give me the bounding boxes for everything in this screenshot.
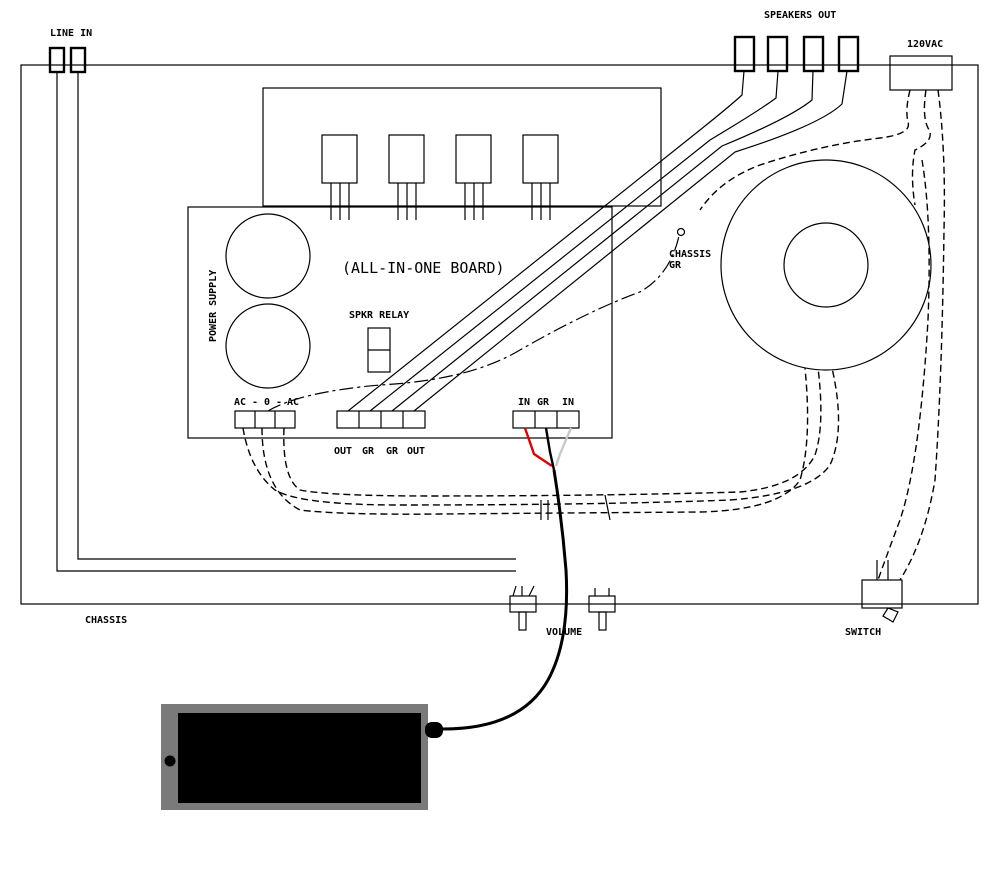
toroidal-transformer bbox=[720, 159, 932, 371]
ac-terminal-label: AC bbox=[234, 397, 246, 408]
speaker-wires bbox=[347, 70, 848, 412]
volume-pot bbox=[588, 588, 616, 631]
ac-terminal-label: AC bbox=[287, 397, 299, 408]
input-terminal-label: IN bbox=[518, 397, 530, 408]
transistor bbox=[522, 134, 559, 184]
line-in-label: LINE IN bbox=[50, 28, 92, 39]
ac-wiring bbox=[242, 89, 946, 581]
line-in-wire bbox=[77, 72, 516, 560]
ac-inlet bbox=[889, 55, 953, 91]
input-terminal-block: IN GR IN bbox=[512, 397, 580, 429]
chassis-ground-label: CHASSIS bbox=[669, 249, 711, 260]
speakers-out-label: SPEAKERS OUT bbox=[764, 10, 836, 21]
output-transistors bbox=[321, 134, 559, 220]
ac-input-label: 120VAC bbox=[907, 39, 943, 50]
transformer-core bbox=[783, 222, 869, 308]
heatsink bbox=[262, 87, 662, 207]
line-in-jack bbox=[48, 46, 66, 74]
filter-capacitor bbox=[225, 303, 311, 389]
chassis-ground-label: GR bbox=[669, 260, 682, 271]
speaker-relay-label: SPKR RELAY bbox=[349, 310, 409, 321]
chassis-outline bbox=[20, 64, 979, 605]
chassis-ground-lug bbox=[676, 227, 686, 237]
filter-capacitor bbox=[225, 213, 311, 299]
transistor bbox=[321, 134, 358, 184]
battery-mount-hole bbox=[164, 755, 176, 767]
line-in-jack bbox=[69, 46, 87, 74]
ac-terminal-label: - bbox=[252, 397, 258, 408]
ac-terminal-label: - bbox=[276, 397, 282, 408]
speaker-terminal-label: GR bbox=[386, 446, 399, 457]
battery-connector bbox=[425, 722, 443, 738]
ac-terminal-label: 0 bbox=[264, 397, 270, 408]
speaker-jack bbox=[766, 35, 789, 73]
switch-label: SWITCH bbox=[845, 627, 881, 638]
ac-terminal-block: AC - 0 - AC bbox=[234, 397, 299, 429]
battery-pack bbox=[161, 704, 443, 810]
transistor bbox=[388, 134, 425, 184]
volume-label: VOLUME bbox=[546, 627, 582, 638]
input-terminal-label: GR bbox=[537, 397, 550, 408]
signal-wire-red bbox=[523, 427, 553, 467]
amplifier-board bbox=[187, 206, 613, 439]
speaker-jacks bbox=[733, 35, 860, 73]
battery-body bbox=[178, 713, 421, 803]
speaker-jack bbox=[837, 35, 860, 73]
power-supply-label: POWER SUPPLY bbox=[208, 270, 219, 342]
signal-wire-white bbox=[554, 427, 573, 467]
input-terminal-label: IN bbox=[562, 397, 574, 408]
speaker-jack bbox=[802, 35, 825, 73]
speaker-terminal-block: OUT GR GR OUT bbox=[334, 410, 426, 457]
speaker-terminal-label: OUT bbox=[407, 446, 425, 457]
power-switch bbox=[861, 579, 903, 609]
speaker-terminal-label: GR bbox=[362, 446, 375, 457]
switch-toggle bbox=[882, 607, 899, 623]
speaker-terminal-label: OUT bbox=[334, 446, 352, 457]
chassis-label: CHASSIS bbox=[85, 615, 127, 626]
battery-cable bbox=[439, 469, 569, 731]
signal-wire-ground bbox=[544, 427, 556, 471]
switch-terminals bbox=[876, 560, 889, 580]
line-in-wire bbox=[56, 72, 516, 572]
transistor bbox=[455, 134, 492, 184]
volume-pot bbox=[509, 585, 537, 631]
speaker-jack bbox=[733, 35, 756, 73]
board-label: (ALL-IN-ONE BOARD) bbox=[342, 259, 505, 277]
ground-wire bbox=[267, 235, 680, 412]
